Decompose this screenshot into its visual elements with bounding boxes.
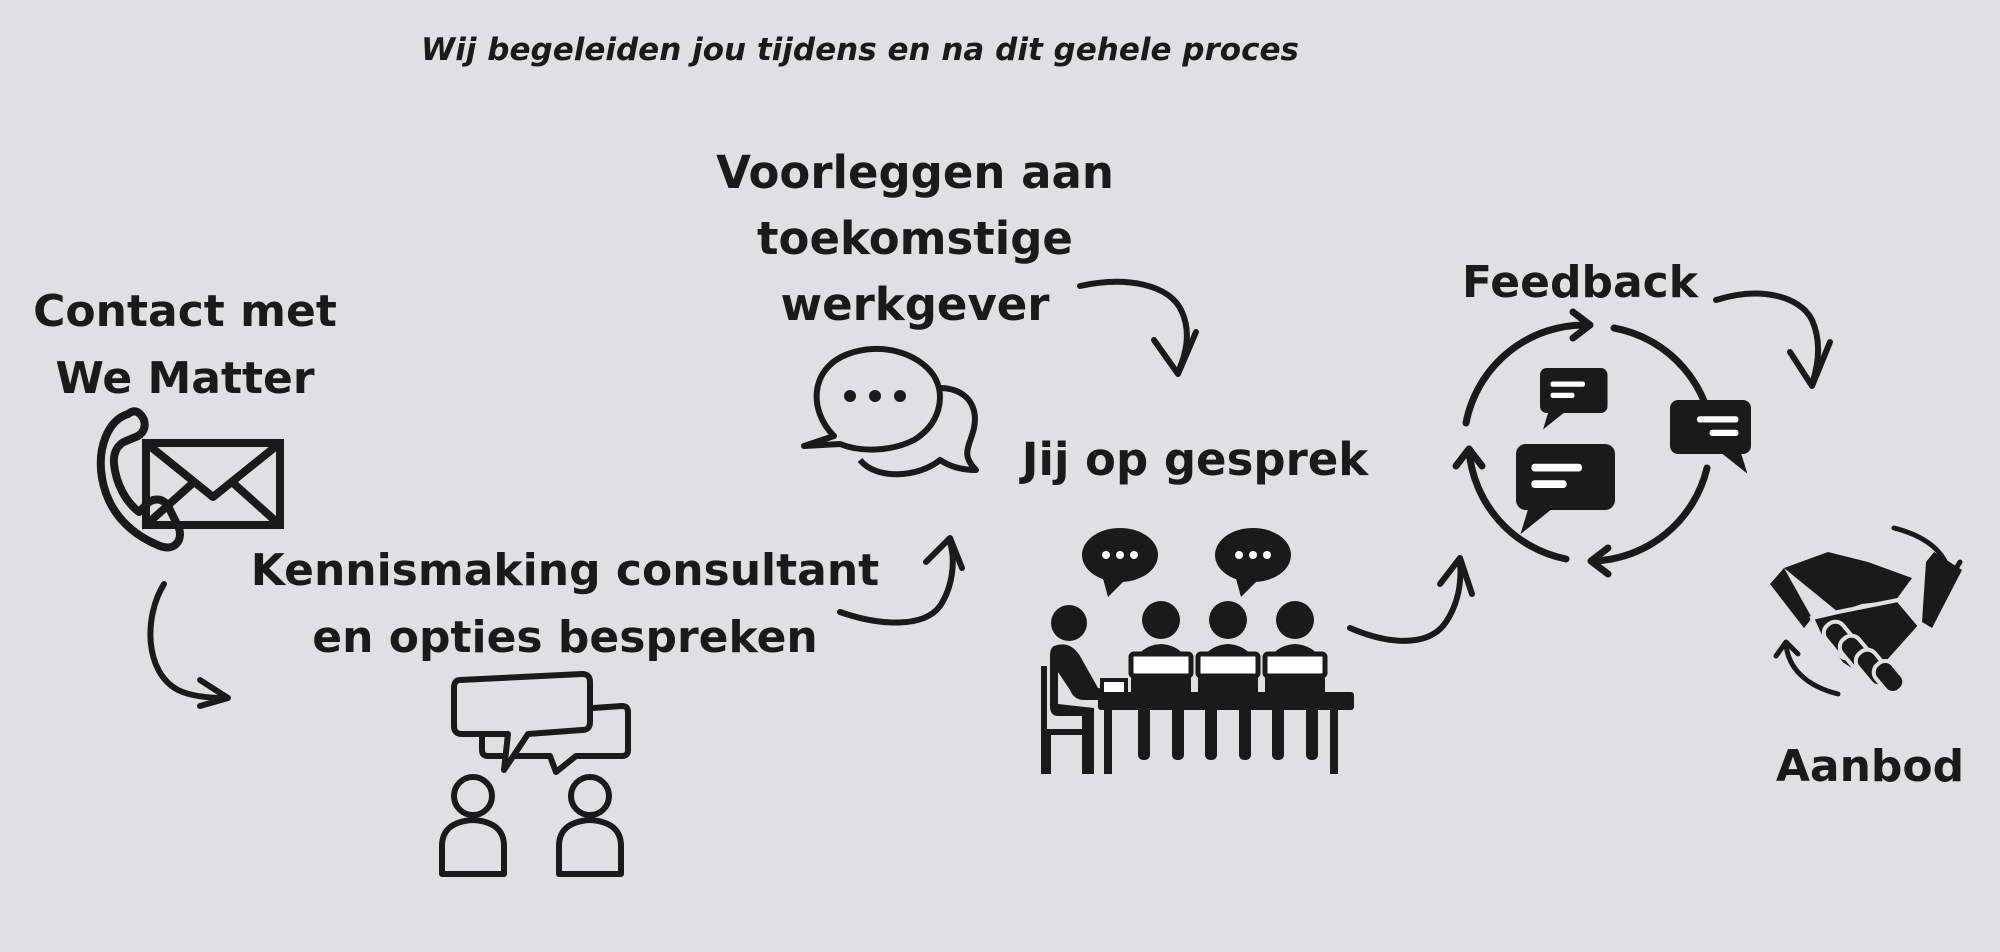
arrow-feedback-to-aanbod xyxy=(1713,290,1833,389)
step-label-kennismaking: Kennismaking consultant en opties bespre… xyxy=(250,545,880,663)
arrow-contact-to-kennismaking xyxy=(147,581,231,709)
step-label-voorleggen: Voorleggen aan toekomstige werkgever xyxy=(716,146,1114,331)
two-people-chatting-icon xyxy=(439,671,631,877)
feedback-cycle-icon xyxy=(1452,308,1751,578)
handshake-icon xyxy=(1770,525,1963,697)
speech-bubbles-icon xyxy=(801,345,979,478)
arrow-voorleggen-to-gesprek xyxy=(1077,278,1199,377)
step-label-contact: Contact met We Matter xyxy=(33,286,337,404)
arrow-kennismaking-to-voorleggen xyxy=(837,535,965,626)
arrow-gesprek-to-feedback xyxy=(1347,555,1475,644)
step-label-feedback: Feedback xyxy=(1462,257,1698,308)
interview-panel-icon xyxy=(1041,528,1354,774)
step-label-aanbod: Aanbod xyxy=(1775,741,1965,792)
diagram-subtitle: Wij begeleiden jou tijdens en na dit geh… xyxy=(421,32,1299,68)
step-label-jij-op-gesprek: Jij op gesprek xyxy=(1021,433,1369,486)
phone-envelope-icon xyxy=(96,407,284,552)
